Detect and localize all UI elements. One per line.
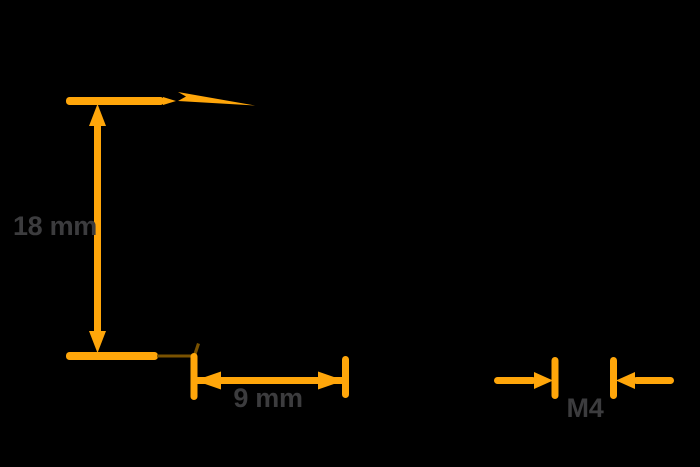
height-dimension-label: 18 mm xyxy=(12,211,98,241)
height-dimension xyxy=(66,92,255,360)
thread-dimension xyxy=(494,357,674,399)
width-dimension-line xyxy=(197,377,343,384)
thread-right-lead-line xyxy=(633,377,674,384)
width-left-shadow-stub xyxy=(193,343,200,356)
height-dimension-shaft xyxy=(94,120,101,336)
thread-size-label: M4 xyxy=(566,393,604,423)
thread-arrow-right-icon xyxy=(534,372,553,389)
width-left-tick xyxy=(190,353,198,400)
top-edge-perspective-line xyxy=(178,92,255,106)
width-dimension-label: 9 mm xyxy=(233,383,303,413)
width-right-tick xyxy=(342,356,349,398)
thread-arrow-left-icon xyxy=(616,372,635,389)
height-bottom-extension-line xyxy=(66,352,158,360)
width-arrow-left-icon xyxy=(195,371,221,390)
thread-right-tick xyxy=(610,357,617,399)
bottom-edge-shadow-line xyxy=(157,354,194,358)
height-arrow-up-icon xyxy=(89,104,106,126)
thread-left-tick xyxy=(551,357,559,399)
height-arrow-down-icon xyxy=(89,331,106,353)
thread-left-lead-line xyxy=(494,377,536,384)
height-top-extension-tip xyxy=(163,97,176,105)
width-arrow-right-icon xyxy=(318,371,344,390)
height-top-extension-line xyxy=(66,97,164,105)
width-dimension xyxy=(190,343,349,400)
